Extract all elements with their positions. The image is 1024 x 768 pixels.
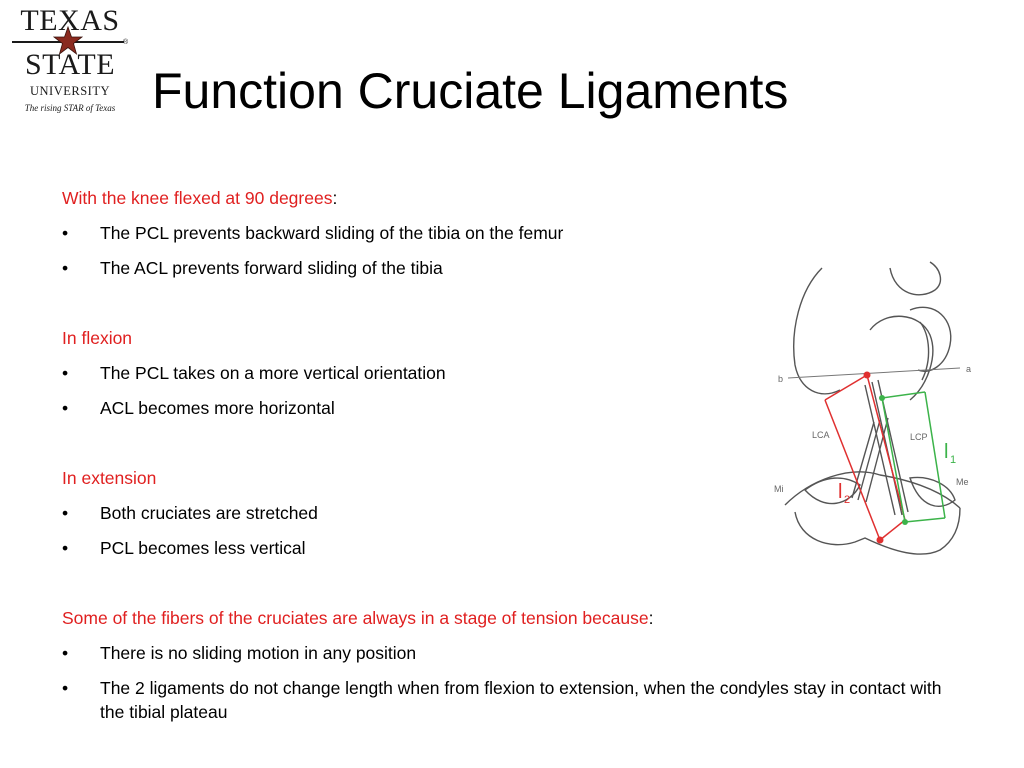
- bullet-dot: •: [62, 538, 69, 558]
- section-in-flexion: In flexion • The PCL takes on a more vert…: [62, 326, 962, 420]
- label-mi: Mi: [774, 484, 784, 494]
- femur-outline-right: [889, 261, 942, 296]
- label-l2-sub: 2: [844, 494, 850, 506]
- green-point-top: [879, 395, 885, 401]
- l2-connector-top: [824, 374, 868, 401]
- logo-tagline: The rising STAR of Texas: [24, 103, 116, 113]
- l1-line-b: [924, 391, 946, 519]
- bullet-item: • Both cruciates are stretched: [62, 501, 962, 525]
- slide-content: With the knee flexed at 90 degrees: • The…: [62, 186, 962, 735]
- bullet-text: There is no sliding motion in any positi…: [100, 643, 417, 663]
- femur-outline: [793, 267, 841, 395]
- section-heading-text: In extension: [62, 468, 157, 488]
- label-a: a: [966, 364, 971, 374]
- heading-colon: :: [332, 188, 338, 208]
- section-heading-text: With the knee flexed at 90 degrees: [62, 188, 333, 208]
- meniscus-left: [803, 477, 861, 505]
- femoral-condyle: [869, 315, 934, 401]
- bullet-dot: •: [62, 643, 69, 663]
- star-icon: [53, 26, 83, 56]
- logo-university: UNIVERSITY: [30, 84, 110, 98]
- section-in-extension: In extension • Both cruciates are stretch…: [62, 466, 962, 560]
- bullet-item: • ACL becomes more horizontal: [62, 396, 962, 420]
- l2-connector-bottom: [879, 519, 906, 541]
- bullet-text: Both cruciates are stretched: [100, 503, 318, 523]
- bullet-text: ACL becomes more horizontal: [100, 398, 335, 418]
- section-heading: In extension: [62, 466, 962, 501]
- section-heading: With the knee flexed at 90 degrees:: [62, 186, 962, 221]
- registered-mark: ®: [123, 39, 129, 46]
- l2-line-b: [866, 374, 906, 521]
- bullet-item: • The PCL prevents backward sliding of th…: [62, 221, 962, 245]
- label-l1: l: [944, 441, 948, 463]
- bullet-item: • The PCL takes on a more vertical orient…: [62, 361, 962, 385]
- bullet-item: • There is no sliding motion in any posit…: [62, 641, 962, 665]
- bullet-dot: •: [62, 223, 69, 243]
- label-lcp: LCP: [910, 432, 928, 442]
- heading-colon: :: [648, 608, 654, 628]
- label-b: b: [778, 374, 783, 384]
- label-lca: LCA: [812, 430, 830, 440]
- bullet-item: • PCL becomes less vertical: [62, 536, 962, 560]
- section-always-tension: Some of the fibers of the cruciates are …: [62, 606, 962, 724]
- condyle-inner: [909, 306, 952, 372]
- label-l2: l: [838, 481, 842, 503]
- red-point-top: [863, 371, 871, 379]
- reference-line: [787, 367, 961, 379]
- logo-state: STATE: [24, 48, 116, 81]
- bullet-text: The ACL prevents forward sliding of the …: [100, 258, 443, 278]
- bullet-text: The PCL takes on a more vertical orienta…: [100, 363, 446, 383]
- label-l1-sub: 1: [950, 454, 956, 466]
- bullet-dot: •: [62, 678, 69, 698]
- patella-shape: [919, 321, 930, 381]
- university-logo: TEXAS ® STATE UNIVERSITY The rising STAR…: [8, 4, 133, 119]
- label-me: Me: [956, 477, 969, 487]
- bullet-dot: •: [62, 258, 69, 278]
- section-heading-text: In flexion: [62, 328, 133, 348]
- red-point-bottom: [876, 536, 884, 544]
- green-point-bottom: [902, 519, 908, 525]
- section-heading: In flexion: [62, 326, 962, 361]
- knee-cruciate-diagram: b a LCA LCP Mi Me l 1 l 2: [774, 261, 971, 555]
- bullet-dot: •: [62, 398, 69, 418]
- section-heading: Some of the fibers of the cruciates are …: [62, 606, 962, 641]
- l2-line-a: [824, 399, 881, 541]
- l1-connector-top: [881, 391, 926, 399]
- tibia-lower: [794, 507, 961, 555]
- bullet-dot: •: [62, 363, 69, 383]
- bullet-text: The 2 ligaments do not change length whe…: [100, 678, 942, 722]
- bullet-dot: •: [62, 503, 69, 523]
- l1-line-a: [881, 397, 906, 523]
- l1-connector-bottom: [904, 517, 946, 523]
- bullet-item: • The ACL prevents forward sliding of the…: [62, 256, 962, 280]
- section-knee-flexed-90: With the knee flexed at 90 degrees: • The…: [62, 186, 962, 280]
- slide-title: Function Cruciate Ligaments: [152, 63, 789, 119]
- bullet-text: The PCL prevents backward sliding of the…: [100, 223, 564, 243]
- section-heading-text: Some of the fibers of the cruciates are …: [62, 608, 649, 628]
- bullet-item: • The 2 ligaments do not change length wh…: [62, 676, 962, 724]
- bullet-text: PCL becomes less vertical: [100, 538, 306, 558]
- meniscus-right: [909, 476, 956, 507]
